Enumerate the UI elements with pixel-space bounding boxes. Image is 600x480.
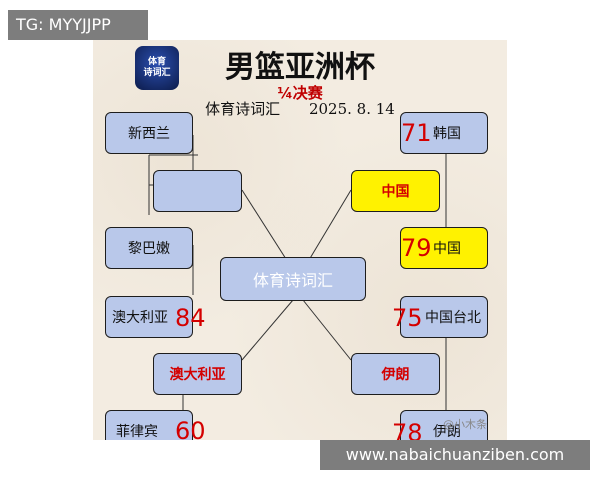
score-right-1: 71 [401,119,432,147]
team-box-right-4: 伊朗 [400,410,488,440]
team-box-right-2: 中国 [400,227,488,269]
page-title: 男篮亚洲杯 [225,50,375,85]
team-name: 澳大利亚 [169,367,226,383]
winner-box-left-bottom: 澳大利亚 [153,353,242,395]
team-name: 黎巴嫩 [128,241,170,257]
match-date: 2025. 8. 14 [308,100,395,118]
team-box-right-1: 韩国 [400,112,488,154]
team-name: 澳大利亚 [112,310,168,326]
logo-text: 体育 诗词汇 [143,57,171,78]
team-name: 菲律宾 [116,424,158,440]
watermark-bottom: www.nabaichuanziben.com [320,440,590,470]
score-right-2: 79 [401,234,432,262]
score-right-3: 75 [392,304,423,332]
bracket-lines [148,135,447,415]
score-left-4: 60 [175,417,206,440]
team-box-left-3: 澳大利亚 [105,296,193,338]
team-box-right-3: 中国台北 [400,296,488,338]
round-subtitle: ¼决赛 [277,84,323,102]
team-box-left-4: 菲律宾 [105,410,193,440]
team-name: 伊朗 [381,367,410,383]
team-name: 伊朗 [433,424,461,440]
team-name: 韩国 [433,126,461,142]
winner-box-right-top: 中国 [351,170,440,212]
watermark-top: TG: MYYJJPP [8,10,148,40]
info-line: 体育诗词汇 2025. 8. 14 [93,98,507,119]
info-brand: 体育诗词汇 [205,100,281,118]
winner-box-right-bottom: 伊朗 [351,353,440,395]
credit-watermark: @小木条 [443,418,487,431]
center-brand-box: 体育诗词汇 [220,257,366,301]
team-box-left-2: 黎巴嫩 [105,227,193,269]
team-name: 中国台北 [425,310,481,326]
bracket-poster: 体育 诗词汇 男篮亚洲杯 ¼决赛 体育诗词汇 2025. 8. 14 新西兰 黎… [93,40,507,440]
score-left-3: 84 [175,304,206,332]
team-box-left-1: 新西兰 [105,112,193,154]
winner-box-left-top [153,170,242,212]
team-name: 中国 [381,184,410,200]
score-right-4: 78 [392,419,423,440]
team-name: 中国 [433,241,461,257]
team-name: 新西兰 [128,126,170,142]
brand-logo: 体育 诗词汇 [135,46,179,90]
center-label: 体育诗词汇 [252,271,333,290]
